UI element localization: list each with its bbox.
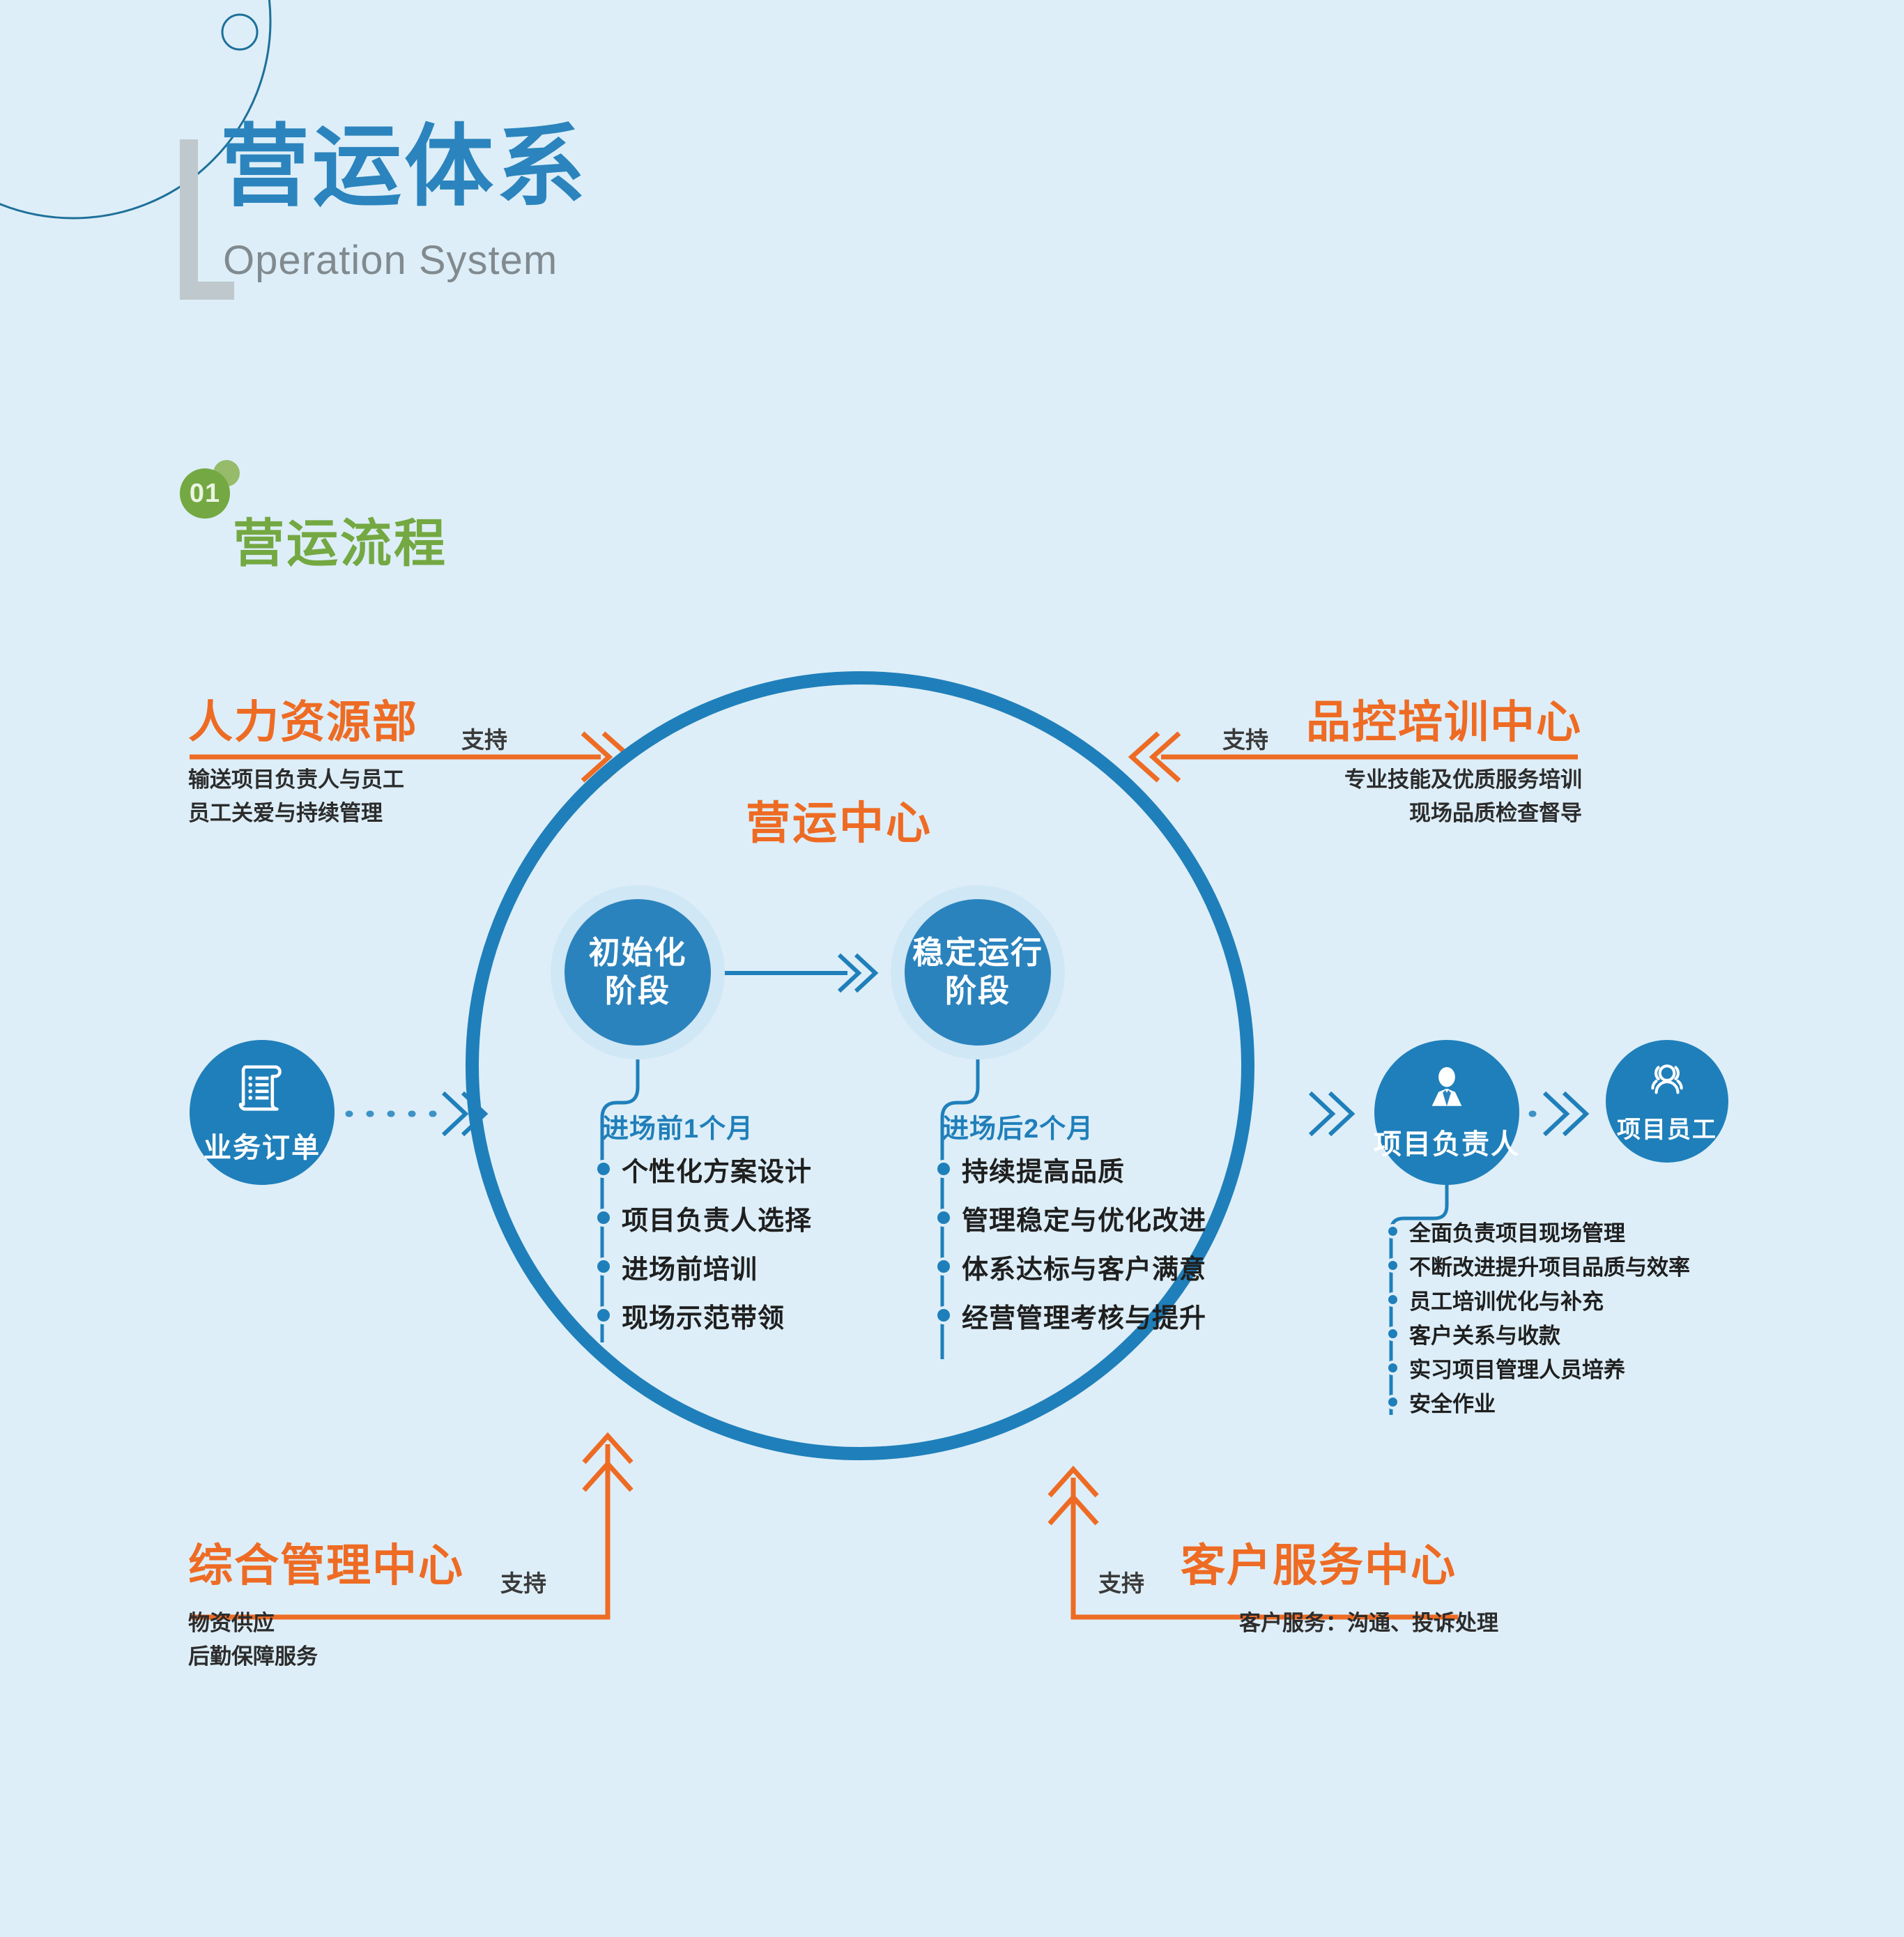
gm-title: 综合管理中心 bbox=[188, 1540, 464, 1591]
list-item-label: 体系达标与客户满意 bbox=[962, 1255, 1207, 1285]
stage-2-label-line1: 稳定运行 bbox=[912, 935, 1043, 971]
manager-person-icon bbox=[1431, 1066, 1462, 1106]
list-item: 体系达标与客户满意 bbox=[935, 1242, 1207, 1291]
list-item-label: 全面负责项目现场管理 bbox=[1409, 1221, 1625, 1246]
bullet-dot bbox=[935, 1209, 953, 1227]
operation-center-title: 营运中心 bbox=[746, 798, 932, 848]
qc-support-label: 支持 bbox=[1222, 727, 1268, 753]
hr-line-2: 员工关爱与持续管理 bbox=[188, 801, 383, 826]
stage-2-list-rows: 持续提高品质 管理稳定与优化改进 体系达标与客户满意 经营管理考核与提升 bbox=[935, 1144, 1207, 1340]
list-item: 个性化方案设计 bbox=[594, 1144, 813, 1193]
arrow-cs-to-center bbox=[1047, 1465, 1458, 1620]
list-item: 持续提高品质 bbox=[935, 1144, 1206, 1193]
list-item-label: 经营管理考核与提升 bbox=[962, 1303, 1207, 1333]
arrow-leader-to-staff bbox=[1528, 1091, 1590, 1137]
cs-detail-lines: 客户服务：沟通、投诉处理 bbox=[1239, 1607, 1498, 1640]
stage-1-list-rows: 个性化方案设计 项目负责人选择 进场前培训 现场示范带领 bbox=[594, 1144, 813, 1340]
arrow-center-to-leader bbox=[1308, 1091, 1356, 1137]
node-project-leader[interactable]: 项目负责人 bbox=[1374, 1040, 1519, 1185]
list-item-label: 安全作业 bbox=[1409, 1392, 1496, 1416]
list-item-label: 现场示范带领 bbox=[622, 1303, 785, 1333]
list-item-label: 个性化方案设计 bbox=[622, 1157, 813, 1187]
node-business-order[interactable]: 业务订单 bbox=[190, 1040, 335, 1185]
bullet-dot bbox=[594, 1306, 613, 1324]
node-project-staff-label: 项目员工 bbox=[1617, 1116, 1717, 1143]
hr-title: 人力资源部 bbox=[188, 697, 418, 747]
bullet-dot bbox=[1385, 1258, 1400, 1273]
hr-support-label: 支持 bbox=[461, 727, 507, 753]
bullet-dot bbox=[594, 1209, 613, 1227]
list-item-label: 进场前培训 bbox=[622, 1255, 758, 1285]
gm-line-2: 后勤保障服务 bbox=[188, 1644, 318, 1669]
list-item: 全面负责项目现场管理 bbox=[1385, 1214, 1690, 1248]
bullet-dot bbox=[594, 1257, 613, 1276]
bullet-dot bbox=[935, 1160, 953, 1178]
bullet-dot bbox=[1385, 1292, 1400, 1307]
list-item-label: 持续提高品质 bbox=[962, 1157, 1126, 1187]
hr-detail-lines: 输送项目负责人与员工 员工关爱与持续管理 bbox=[188, 763, 404, 830]
bullet-dot bbox=[594, 1160, 613, 1178]
list-item-label: 客户关系与收款 bbox=[1409, 1324, 1560, 1348]
stage-1-list-heading: 进场前1个月 bbox=[602, 1115, 754, 1144]
section-title: 营运流程 bbox=[233, 514, 447, 572]
arrow-order-to-center bbox=[345, 1091, 489, 1137]
cs-support-label: 支持 bbox=[1098, 1570, 1144, 1596]
bullet-dot bbox=[1385, 1395, 1400, 1409]
list-item: 客户关系与收款 bbox=[1385, 1317, 1690, 1351]
bullet-dot bbox=[1385, 1361, 1400, 1375]
qc-line-1: 专业技能及优质服务培训 bbox=[1344, 767, 1582, 792]
list-item: 管理稳定与优化改进 bbox=[935, 1193, 1207, 1242]
node-business-order-label: 业务订单 bbox=[204, 1133, 321, 1163]
list-item: 员工培训优化与补充 bbox=[1385, 1283, 1690, 1317]
stage-2-list-heading: 进场后2个月 bbox=[942, 1115, 1094, 1144]
node-project-staff[interactable]: 项目员工 bbox=[1606, 1040, 1728, 1163]
list-item: 经营管理考核与提升 bbox=[935, 1291, 1207, 1340]
stage-2-detail-list: 进场后2个月 持续提高品质 管理稳定与优化改进 体系达标与客户满意 经营管理考核… bbox=[935, 1107, 1206, 1333]
section-number-badge: 01 bbox=[180, 468, 230, 519]
list-item-label: 不断改进提升项目品质与效率 bbox=[1409, 1255, 1690, 1280]
arrow-qc-to-center bbox=[1128, 731, 1578, 783]
page-subtitle: Operation System bbox=[223, 238, 558, 283]
order-document-icon bbox=[238, 1065, 282, 1111]
stage-1-circle[interactable]: 初始化 阶段 bbox=[565, 899, 711, 1046]
gm-support-label: 支持 bbox=[500, 1570, 546, 1596]
bullet-dot bbox=[1385, 1224, 1400, 1239]
node-project-leader-label: 项目负责人 bbox=[1374, 1129, 1520, 1160]
gm-line-1: 物资供应 bbox=[188, 1611, 275, 1635]
stage-1-detail-list: 进场前1个月 个性化方案设计 项目负责人选择 进场前培训 现场示范带领 bbox=[594, 1107, 811, 1333]
stage-2-circle[interactable]: 稳定运行 阶段 bbox=[905, 899, 1051, 1046]
qc-detail-lines: 专业技能及优质服务培训 现场品质检查督导 bbox=[1344, 763, 1582, 830]
arrow-gm-to-center bbox=[190, 1432, 634, 1620]
cs-line-1: 客户服务：沟通、投诉处理 bbox=[1239, 1611, 1498, 1635]
list-item-label: 实习项目管理人员培养 bbox=[1409, 1358, 1625, 1382]
list-item: 不断改进提升项目品质与效率 bbox=[1385, 1248, 1690, 1283]
cs-title: 客户服务中心 bbox=[1181, 1540, 1457, 1591]
stage-2-label-line2: 阶段 bbox=[944, 973, 1011, 1009]
people-group-icon bbox=[1651, 1064, 1683, 1094]
hr-line-1: 输送项目负责人与员工 bbox=[188, 767, 404, 792]
header-accent-bar bbox=[180, 139, 234, 300]
list-item: 实习项目管理人员培养 bbox=[1385, 1351, 1690, 1385]
list-item-label: 管理稳定与优化改进 bbox=[962, 1206, 1207, 1236]
bullet-dot bbox=[935, 1306, 953, 1324]
bullet-dot bbox=[1385, 1326, 1400, 1341]
list-item: 安全作业 bbox=[1385, 1385, 1690, 1419]
stage-1-label-line1: 初始化 bbox=[588, 935, 687, 971]
list-item: 进场前培训 bbox=[594, 1242, 812, 1291]
qc-line-2: 现场品质检查督导 bbox=[1409, 801, 1582, 826]
qc-title: 品控培训中心 bbox=[1306, 697, 1582, 747]
gm-detail-lines: 物资供应 后勤保障服务 bbox=[188, 1607, 318, 1674]
page-title: 营运体系 bbox=[220, 117, 589, 217]
list-item: 项目负责人选择 bbox=[594, 1193, 813, 1242]
bullet-dot bbox=[935, 1257, 953, 1276]
stage-1-label-line2: 阶段 bbox=[604, 973, 670, 1009]
list-item-label: 项目负责人选择 bbox=[622, 1206, 813, 1236]
list-item: 现场示范带领 bbox=[594, 1291, 812, 1340]
leader-duties-list: 全面负责项目现场管理 不断改进提升项目品质与效率 员工培训优化与补充 客户关系与… bbox=[1385, 1214, 1690, 1419]
list-item-label: 员工培训优化与补充 bbox=[1409, 1289, 1604, 1314]
